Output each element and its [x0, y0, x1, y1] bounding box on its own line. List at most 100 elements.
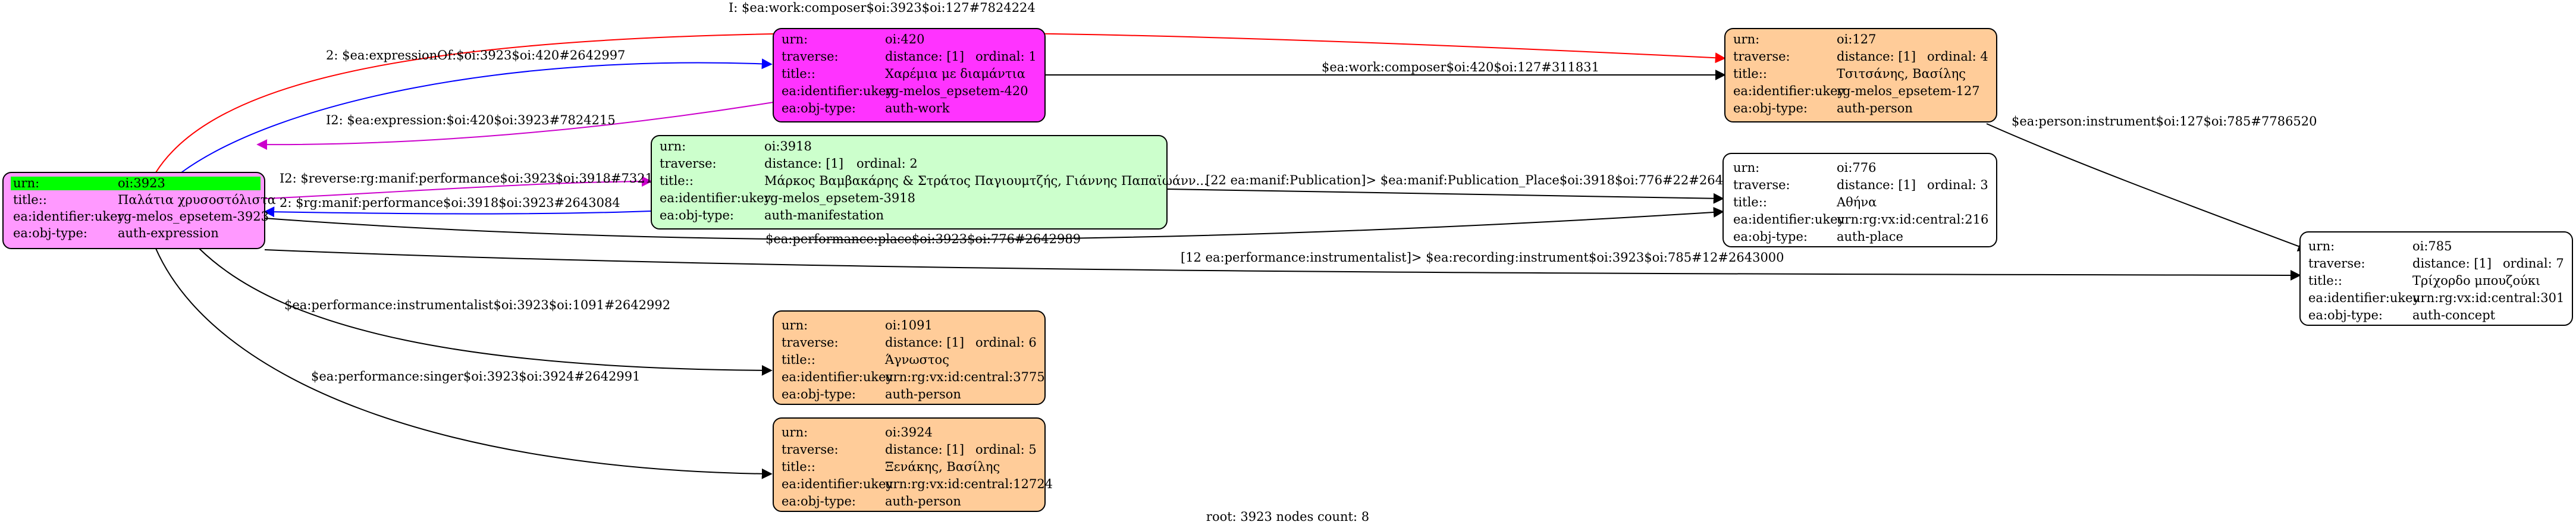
node-field-key: urn:: [1733, 32, 1759, 46]
edge-expression-of: [181, 58, 773, 173]
node-field-value: distance: [1]: [885, 442, 964, 457]
node-field-value: oi:3923: [118, 176, 165, 190]
edge-label-reverse-manif-performance: I2: $reverse:rg:manif:performance$oi:392…: [280, 171, 677, 186]
node-field-value: urn:rg:vx:id:central:216: [1837, 212, 1988, 227]
node-box: [2, 172, 265, 249]
edge-label-person-instrument: $ea:person:instrument$oi:127$oi:785#7786…: [2012, 114, 2317, 128]
node-field-key: traverse:: [1733, 49, 1790, 64]
node-field-value: oi:420: [885, 32, 925, 46]
node-field-key: title::: [1733, 67, 1767, 81]
edge-reverse-manif-performance: [264, 176, 652, 199]
node-field-value: urn:rg:vx:id:central:12724: [885, 477, 1053, 491]
node-field-key: title::: [1733, 195, 1767, 209]
edge-performance-place: [264, 207, 1724, 241]
edge-label-performance-place: $ea:performance:place$oi:3923$oi:776#264…: [765, 232, 1081, 246]
node-field-key: title::: [13, 193, 47, 207]
node-field-value: auth-person: [885, 494, 961, 508]
node-field-ordinal: ordinal: 4: [1927, 49, 1988, 64]
node-field-value: auth-work: [885, 101, 950, 115]
node-field-key: ea:identifier:ukey: [782, 477, 893, 491]
node-field-ordinal: ordinal: 6: [975, 335, 1037, 350]
node-field-ordinal: ordinal: 1: [975, 49, 1037, 64]
edge-label-work-composer-3923-127: I: $ea:work:composer$oi:3923$oi:127#7824…: [729, 1, 1036, 15]
edge-performance-singer: [155, 248, 773, 479]
edge-label-manif-performance: 2: $rg:manif:performance$oi:3918$oi:3923…: [280, 196, 620, 210]
node-field-value: distance: [1]: [885, 335, 964, 350]
node-field-value: oi:3924: [885, 425, 933, 439]
node-field-value: distance: [1]: [2412, 256, 2492, 271]
node-field-key: title::: [782, 460, 815, 474]
node-field-key: urn:: [782, 32, 808, 46]
node-box: [651, 135, 1168, 230]
edge-label-performance-instrumentalist: $ea:performance:instrumentalist$oi:3923$…: [284, 298, 670, 312]
node-field-value: auth-expression: [118, 226, 219, 240]
edge-expression-420-3923: [256, 102, 774, 150]
node-field-key: urn:: [782, 318, 808, 332]
node-field-key: ea:obj-type:: [2308, 308, 2383, 322]
node-field-value: Αθήνα: [1836, 195, 1877, 209]
node-field-key: ea:identifier:ukey: [1733, 84, 1845, 98]
node-field-value: oi:776: [1837, 161, 1877, 175]
node-field-key: urn:: [2308, 239, 2335, 253]
node-field-key: ea:obj-type:: [1733, 101, 1808, 115]
node-box: [773, 28, 1046, 122]
edge-manif-performance: [263, 206, 652, 218]
node-field-value: rg-melos_epsetem-420: [885, 84, 1028, 98]
node-field-value: oi:3918: [764, 139, 812, 153]
node-field-value: auth-manifestation: [764, 208, 884, 222]
edge-label-expression-420-3923: I2: $ea:expression:$oi:420$oi:3923#78242…: [326, 113, 616, 127]
node-field-value: Τσιτσάνης, Βασίλης: [1837, 67, 1966, 81]
node-field-value: Άγνωστος: [884, 353, 949, 367]
node-field-value: urn:rg:vx:id:central:3775: [885, 370, 1045, 384]
node-field-value: distance: [1]: [764, 156, 843, 171]
edge-label-recording-instrument: [12 ea:performance:instrumentalist]> $ea…: [1181, 250, 1784, 265]
node-field-value: Χαρέμια με διαμάντια: [885, 67, 1025, 81]
node-field-ordinal: ordinal: 5: [975, 442, 1037, 457]
node-field-key: traverse:: [782, 335, 839, 350]
node-field-key: traverse:: [782, 442, 839, 457]
node-field-ordinal: ordinal: 7: [2503, 256, 2564, 271]
node-field-value: rg-melos_epsetem-3923: [118, 209, 269, 224]
edge-label-performance-singer: $ea:performance:singer$oi:3923$oi:3924#2…: [311, 369, 641, 384]
graph-footer: root: 3923 nodes count: 8: [1206, 510, 1369, 524]
node-field-key: urn:: [660, 139, 686, 153]
node-field-value: auth-person: [885, 387, 961, 401]
node-field-key: ea:obj-type:: [782, 101, 856, 115]
node-field-key: title::: [2308, 274, 2342, 288]
node-field-key: ea:identifier:ukey: [782, 370, 893, 384]
node-field-key: title::: [660, 174, 694, 188]
edge-recording-instrument: [264, 249, 2301, 281]
node-field-value: Παλάτια χρυσοστόλιστα: [118, 193, 276, 207]
node-box: [773, 417, 1046, 512]
edge-label-expression-of: 2: $ea:expressionOf:$oi:3923$oi:420#2642…: [326, 48, 625, 62]
node-field-value: Μάρκος Βαμβακάρης & Στράτος Παγιουμτζής,…: [764, 174, 1208, 188]
node-box: [1722, 153, 1997, 247]
node-field-key: ea:obj-type:: [660, 208, 734, 222]
node-field-value: distance: [1]: [885, 49, 964, 64]
edge-person-instrument: [1986, 123, 2309, 252]
edge-label-publication-place: [22 ea:manif:Publication]> $ea:manif:Pub…: [1206, 173, 1755, 187]
node-field-value: urn:rg:vx:id:central:301: [2412, 291, 2564, 305]
node-field-value: oi:785: [2412, 239, 2452, 253]
node-field-value: rg-melos_epsetem-127: [1837, 84, 1980, 98]
node-field-value: Τρίχορδο μπουζούκι: [2412, 274, 2540, 288]
node-field-key: ea:obj-type:: [782, 387, 856, 401]
node-field-ordinal: ordinal: 2: [856, 156, 918, 171]
node-field-value: auth-person: [1837, 101, 1913, 115]
node-field-key: title::: [782, 67, 815, 81]
node-field-key: ea:obj-type:: [1733, 230, 1808, 244]
node-field-value: auth-place: [1837, 230, 1903, 244]
node-field-key: ea:identifier:ukey: [1733, 212, 1845, 227]
edges: I: $ea:work:composer$oi:3923$oi:127#7824…: [155, 1, 2317, 479]
root-highlight: [11, 177, 261, 190]
node-field-value: distance: [1]: [1837, 178, 1916, 192]
